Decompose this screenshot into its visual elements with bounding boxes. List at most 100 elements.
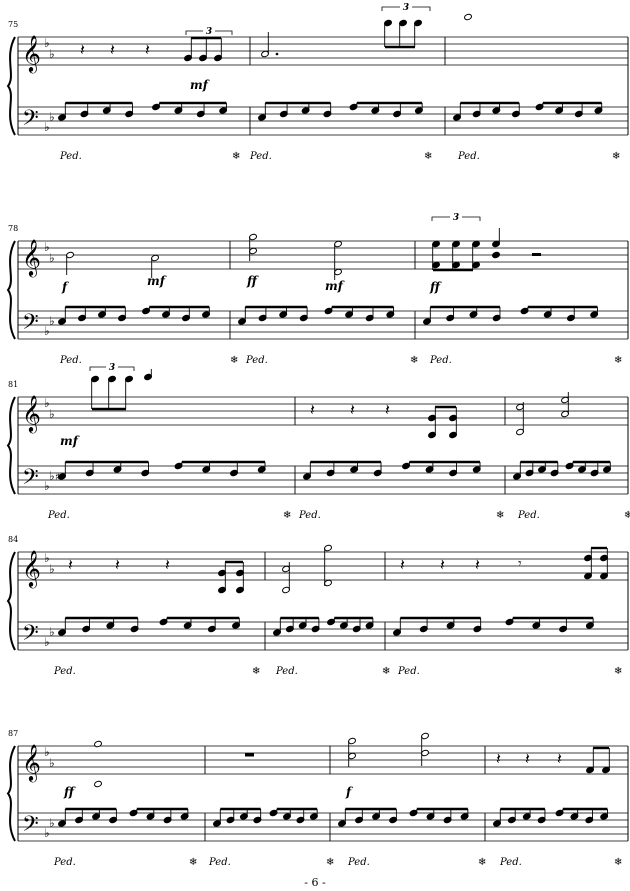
flat-icon: ♭ bbox=[49, 816, 55, 830]
measure-number: 84 bbox=[8, 535, 18, 544]
dynamic-marking: mf bbox=[325, 279, 345, 293]
pedal-release-icon: ❄ bbox=[496, 510, 504, 521]
triplet-number: 3 bbox=[109, 363, 115, 373]
pedal-marking: Ped. bbox=[245, 355, 268, 366]
treble-clef-icon: 𝄞 bbox=[22, 743, 41, 782]
quarter-rest-icon: 𝄽 bbox=[475, 555, 480, 574]
measure-number: 87 bbox=[8, 729, 18, 738]
quarter-rest-icon: 𝄽 bbox=[80, 40, 85, 59]
flat-icon: ♭ bbox=[49, 407, 55, 421]
dynamic-marking: f bbox=[345, 785, 353, 799]
open-note-head bbox=[464, 13, 472, 21]
systems-layer: 75𝄞𝄢♭♭♭♭𝄽𝄽𝄽33mfPed.❄Ped.❄Ped.❄78𝄞𝄢♭♭♭♭3f… bbox=[6, 3, 630, 868]
flat-icon: ♭ bbox=[49, 47, 55, 61]
pedal-marking: Ped. bbox=[517, 510, 540, 521]
quarter-rest-icon: 𝄽 bbox=[115, 555, 120, 574]
note-head bbox=[492, 251, 500, 259]
flat-icon: ♭ bbox=[49, 625, 55, 639]
triplet-bracket bbox=[89, 366, 135, 371]
whole-rest-icon bbox=[245, 753, 254, 757]
flat-icon: ♭ bbox=[44, 635, 50, 649]
flat-icon: ♭ bbox=[44, 479, 50, 493]
pedal-marking: Ped. bbox=[47, 510, 70, 521]
flat-icon: ♭ bbox=[49, 562, 55, 576]
open-note-head bbox=[94, 740, 102, 748]
flat-icon: ♭ bbox=[44, 745, 50, 759]
pedal-marking: Ped. bbox=[208, 857, 231, 868]
quarter-rest-icon: 𝄽 bbox=[400, 555, 405, 574]
treble-clef-icon: 𝄞 bbox=[22, 549, 41, 588]
flat-icon: ♭ bbox=[44, 240, 50, 254]
quarter-rest-icon: 𝄽 bbox=[440, 555, 445, 574]
pedal-release-icon: ❄ bbox=[232, 151, 240, 162]
pedal-release-icon: ❄ bbox=[614, 355, 622, 366]
pedal-release-icon: ❄ bbox=[612, 151, 620, 162]
system-brace bbox=[6, 745, 16, 842]
treble-clef-icon: 𝄞 bbox=[22, 394, 41, 433]
pedal-marking: Ped. bbox=[298, 510, 321, 521]
pedal-release-icon: ❄ bbox=[326, 857, 334, 868]
pedal-marking: Ped. bbox=[499, 857, 522, 868]
quarter-rest-icon: 𝄽 bbox=[385, 400, 390, 419]
quarter-rest-icon: 𝄽 bbox=[310, 400, 315, 419]
pedal-release-icon: ❄ bbox=[624, 510, 630, 521]
flat-icon: ♭ bbox=[49, 314, 55, 328]
system-brace bbox=[6, 240, 16, 340]
system-brace bbox=[6, 551, 16, 651]
bass-clef-icon: 𝄢 bbox=[22, 310, 39, 340]
pedal-release-icon: ❄ bbox=[478, 857, 486, 868]
flat-icon: ♭ bbox=[44, 551, 50, 565]
sharp-icon: ♯ bbox=[55, 472, 60, 483]
bass-clef-icon: 𝄢 bbox=[22, 465, 39, 495]
quarter-rest-icon: 𝄽 bbox=[68, 555, 73, 574]
pedal-marking: Ped. bbox=[59, 355, 82, 366]
pedal-release-icon: ❄ bbox=[614, 666, 622, 677]
dynamic-marking: f bbox=[61, 280, 69, 294]
measure-number: 78 bbox=[8, 224, 18, 233]
dynamic-marking: ff bbox=[429, 280, 442, 294]
quarter-rest-icon: 𝄽 bbox=[496, 749, 501, 768]
flat-icon: ♭ bbox=[49, 251, 55, 265]
pedal-release-icon: ❄ bbox=[382, 666, 390, 677]
pedal-marking: Ped. bbox=[53, 666, 76, 677]
pedal-release-icon: ❄ bbox=[252, 666, 260, 677]
triplet-number: 3 bbox=[206, 27, 212, 37]
pedal-release-icon: ❄ bbox=[424, 151, 432, 162]
dynamic-marking: mf bbox=[147, 274, 167, 288]
page-number: - 6 - bbox=[304, 876, 326, 889]
pedal-marking: Ped. bbox=[275, 666, 298, 677]
pedal-marking: Ped. bbox=[59, 151, 82, 162]
quarter-rest-icon: 𝄽 bbox=[145, 40, 150, 59]
pedal-release-icon: ❄ bbox=[189, 857, 197, 868]
pedal-marking: Ped. bbox=[457, 151, 480, 162]
open-note-head bbox=[94, 780, 102, 788]
treble-clef-icon: 𝄞 bbox=[22, 238, 41, 277]
system-4: 84𝄞𝄢♭♭♭♭𝄽𝄽𝄽𝄽𝄽𝄽𝄾Ped.❄Ped.❄Ped.❄ bbox=[6, 535, 629, 677]
bass-clef-icon: 𝄢 bbox=[22, 812, 39, 842]
dynamic-marking: mf bbox=[60, 434, 80, 448]
pedal-marking: Ped. bbox=[397, 666, 420, 677]
quarter-rest-icon: 𝄽 bbox=[525, 749, 530, 768]
system-brace bbox=[6, 396, 16, 495]
pedal-marking: Ped. bbox=[429, 355, 452, 366]
triplet-bracket bbox=[185, 30, 233, 35]
flat-icon: ♭ bbox=[44, 36, 50, 50]
dynamic-marking: mf bbox=[190, 78, 210, 92]
pedal-marking: Ped. bbox=[347, 857, 370, 868]
pedal-release-icon: ❄ bbox=[283, 510, 291, 521]
quarter-rest-icon: 𝄽 bbox=[110, 40, 115, 59]
pedal-marking: Ped. bbox=[249, 151, 272, 162]
flat-icon: ♭ bbox=[49, 110, 55, 124]
bass-clef-icon: 𝄢 bbox=[22, 621, 39, 651]
measure-number: 75 bbox=[8, 20, 18, 29]
pedal-release-icon: ❄ bbox=[614, 857, 622, 868]
triplet-number: 3 bbox=[453, 213, 459, 223]
flat-icon: ♭ bbox=[44, 826, 50, 840]
triplet-number: 3 bbox=[403, 3, 409, 13]
flat-icon: ♭ bbox=[44, 120, 50, 134]
